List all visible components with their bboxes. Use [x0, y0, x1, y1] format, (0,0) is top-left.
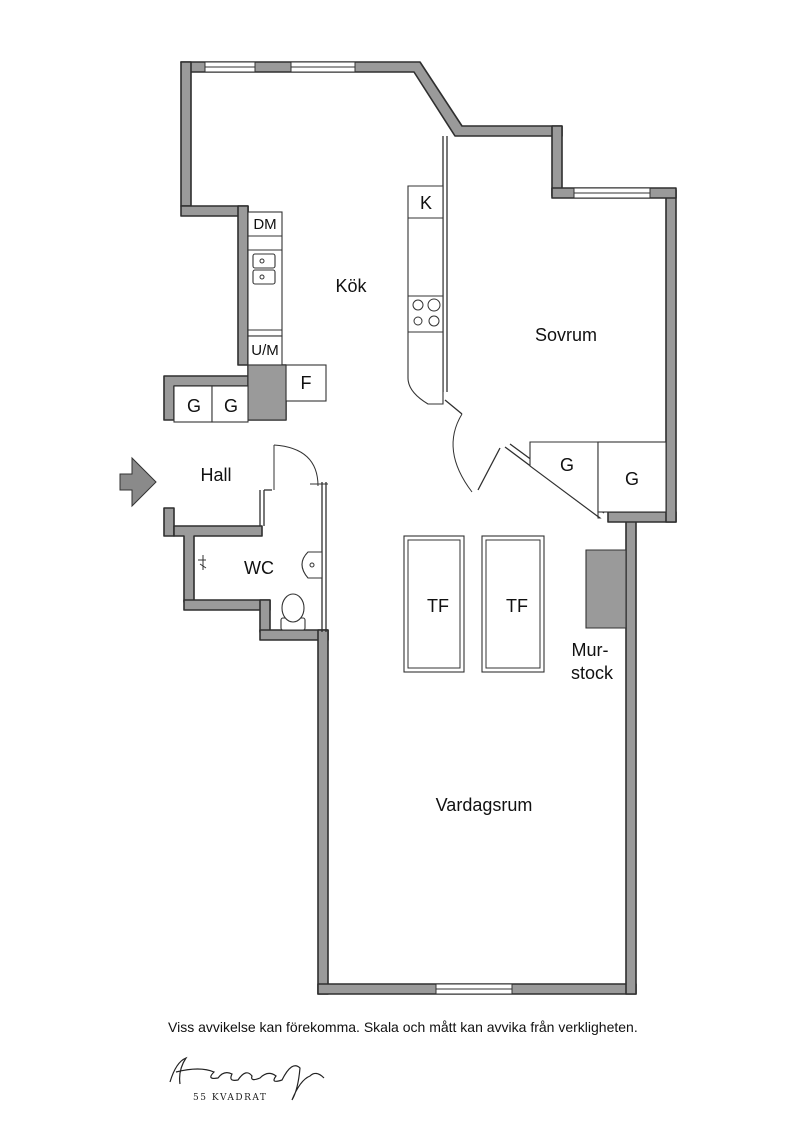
logo-subtitle: 55 KVADRAT: [193, 1093, 267, 1103]
logo-signature: [169, 1056, 325, 1101]
room-label-murstock-2: stock: [571, 663, 614, 683]
fixture-label-um: U/M: [251, 342, 279, 359]
fixture-label-tf-1: TF: [427, 596, 449, 616]
windows: [204, 61, 651, 995]
room-label-vardagsrum: Vardagsrum: [436, 795, 533, 815]
fixture-label-g-1: G: [187, 396, 201, 416]
room-label-wc: WC: [244, 558, 274, 578]
kitchen-fixtures: [247, 185, 444, 421]
disclaimer-text: Viss avvikelse kan förekomma. Skala och …: [168, 1019, 638, 1035]
fixture-label-g-3: G: [560, 455, 574, 475]
fixture-label-f: F: [301, 373, 312, 393]
fixture-label-tf-2: TF: [506, 596, 528, 616]
room-label-kok: Kök: [335, 276, 367, 296]
fixture-label-g-2: G: [224, 396, 238, 416]
fixture-label-g-4: G: [625, 469, 639, 489]
room-label-murstock-1: Mur-: [572, 640, 609, 660]
logo: 55 KVADRAT: [169, 1056, 325, 1103]
fixture-label-k: K: [420, 193, 432, 213]
room-label-hall: Hall: [200, 465, 231, 485]
fixture-label-dm: DM: [253, 216, 276, 233]
wc-fixtures: [198, 551, 323, 631]
room-label-sovrum: Sovrum: [535, 325, 597, 345]
wardrobes: [173, 385, 667, 519]
beds: [403, 535, 545, 673]
entrance-arrow-icon: [119, 456, 157, 508]
